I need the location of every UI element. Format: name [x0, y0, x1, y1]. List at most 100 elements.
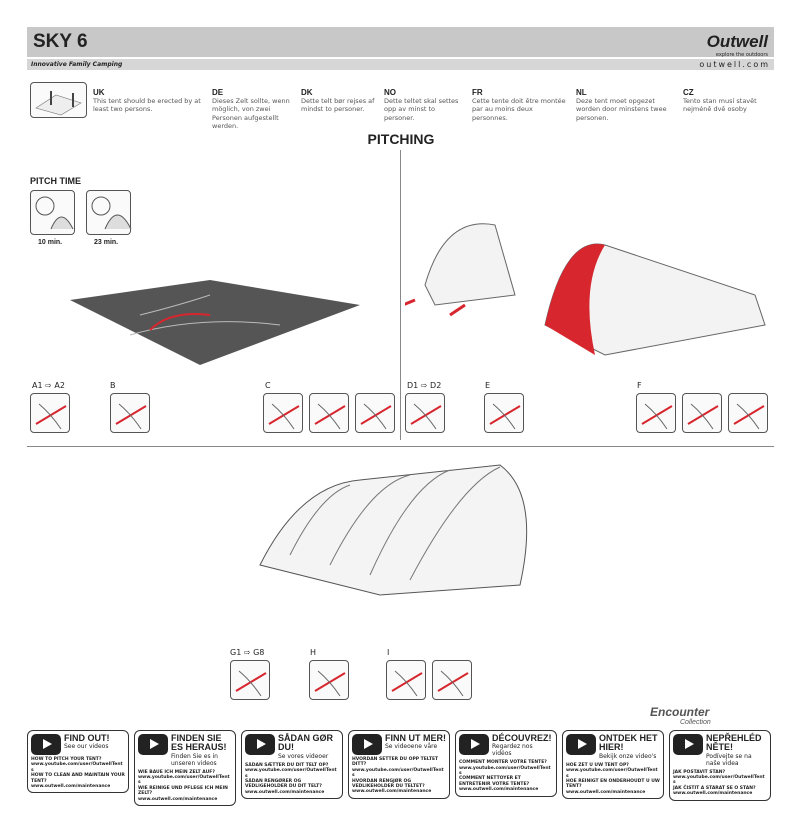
- step-illustration: [309, 393, 349, 433]
- maintenance-link[interactable]: www.outwell.com/maintenance: [352, 789, 432, 795]
- step-label: C: [265, 381, 271, 390]
- language-code: DK: [301, 88, 313, 97]
- video-title: FIND OUT!: [64, 733, 110, 743]
- maintain-question: HVORDAN RENGJØR OG VEDLIKEHOLDER DU TELT…: [352, 778, 425, 789]
- step-illustration: [432, 660, 472, 700]
- video-title: FINDEN SIE ES HERAUS!: [171, 733, 227, 753]
- language-text: Deze tent moet opgezet worden door minst…: [576, 97, 667, 122]
- play-icon[interactable]: [566, 734, 596, 755]
- maintenance-link[interactable]: www.outwell.com/maintenance: [566, 789, 646, 795]
- brand-name: Outwell: [706, 32, 768, 51]
- video-title: DÉCOUVREZ!: [492, 733, 552, 743]
- video-box[interactable]: SÅDAN GØR DU! Se vores videoer SÅDAN SÆT…: [241, 730, 343, 800]
- step-illustration: [355, 393, 395, 433]
- step-illustration: [728, 393, 768, 433]
- clock-icon: [30, 190, 75, 235]
- play-icon[interactable]: [245, 734, 275, 755]
- youtube-link[interactable]: www.youtube.com/user/OutwellTents: [352, 767, 444, 779]
- video-title: SÅDAN GØR DU!: [278, 733, 334, 753]
- language-text: Cette tente doit être montée par au moin…: [472, 97, 566, 122]
- groundsheet-diagram: [70, 280, 360, 365]
- step-illustration: [110, 393, 150, 433]
- video-subtitle: Regardez nos vidéos: [492, 743, 533, 758]
- pitch-time-value: 10 min.: [38, 239, 63, 246]
- language-code: DE: [212, 88, 224, 97]
- language-text: Dette teltet skal settes opp av minst to…: [384, 97, 459, 122]
- play-icon[interactable]: [31, 734, 61, 755]
- play-icon[interactable]: [352, 734, 382, 755]
- youtube-link[interactable]: www.youtube.com/user/OutwellTents: [245, 768, 337, 779]
- language-code: NO: [384, 88, 396, 97]
- maintain-question: COMMENT NETTOYER ET ENTRETENIR VOTRE TEN…: [459, 776, 530, 787]
- pitch-question: HVORDAN SETTER DU OPP TELTET DITT?: [352, 757, 439, 768]
- video-box[interactable]: NEPŘEHLÉDNĚTE! Podívejte se na naše vide…: [669, 730, 771, 801]
- pitch-question: COMMENT MONTER VOTRE TENTE?: [459, 760, 547, 766]
- step-illustration: [263, 393, 303, 433]
- video-box[interactable]: FIND OUT! See our videos HOW TO PITCH YO…: [27, 730, 129, 794]
- tent-full-diagram: [259, 464, 528, 596]
- maintenance-link[interactable]: www.outwell.com/maintenance: [138, 796, 218, 802]
- step-label: E: [485, 381, 491, 390]
- youtube-link[interactable]: www.youtube.com/user/OutwellTents: [31, 762, 123, 773]
- divider: [27, 446, 774, 447]
- video-subtitle: Podívejte se na naše videa: [706, 752, 752, 767]
- pitch-question: HOE ZET U UW TENT OP?: [566, 762, 629, 768]
- maintain-question: HOE REINIGT EN ONDERHOUDT U UW TENT?: [566, 778, 660, 790]
- divider: [400, 150, 401, 440]
- brand-tagline: explore the outdoors: [715, 52, 768, 58]
- youtube-link[interactable]: www.youtube.com/user/OutwellTents: [138, 775, 230, 786]
- step-illustration: [30, 393, 70, 433]
- maintenance-link[interactable]: www.outwell.com/maintenance: [31, 783, 111, 789]
- step-illustration: [386, 660, 426, 700]
- maintenance-link[interactable]: www.outwell.com/maintenance: [459, 787, 539, 793]
- video-box[interactable]: ONTDEK HET HIER! Bekijk onze video's HOE…: [562, 730, 664, 800]
- step-label: I: [387, 648, 390, 657]
- clock-icon: [86, 190, 132, 235]
- maintenance-link[interactable]: www.outwell.com/maintenance: [245, 789, 325, 795]
- pitch-time-value: 23 min.: [94, 239, 119, 246]
- video-box[interactable]: FINN UT MER! Se videoene våre HVORDAN SE…: [348, 730, 450, 799]
- language-text: Tento stan musí stavět nejméně dvě osoby: [683, 97, 757, 114]
- play-icon[interactable]: [138, 734, 168, 755]
- language-text: This tent should be erected by at least …: [93, 97, 201, 114]
- maintenance-link[interactable]: www.outwell.com/maintenance: [673, 791, 753, 797]
- pitch-question: WIE BAUE ICH MEIN ZELT AUF?: [138, 769, 215, 775]
- pitch-question: SÅDAN SÆTTER DU DIT TELT OP?: [245, 762, 329, 768]
- language-code: UK: [93, 88, 105, 97]
- collection-name: Encounter: [650, 705, 710, 719]
- video-title: NEPŘEHLÉDNĚTE!: [706, 733, 762, 753]
- website[interactable]: outwell.com: [699, 60, 770, 69]
- video-box[interactable]: FINDEN SIE ES HERAUS! Finden Sie es in u…: [134, 730, 236, 806]
- pitch-time-label: PITCH TIME: [30, 176, 81, 186]
- youtube-link[interactable]: www.youtube.com/user/OutwellTents: [566, 768, 658, 779]
- pitch-question: JAK POSTAVIT STAN?: [673, 769, 726, 775]
- video-box[interactable]: DÉCOUVREZ! Regardez nos vidéos COMMENT M…: [455, 730, 557, 797]
- youtube-link[interactable]: www.youtube.com/user/OutwellTents: [673, 775, 765, 786]
- youtube-link[interactable]: www.youtube.com/user/OutwellTents: [459, 765, 551, 776]
- video-subtitle: Bekijk onze video's: [599, 752, 657, 760]
- step-illustration: [309, 660, 349, 700]
- video-title: ONTDEK HET HIER!: [599, 733, 658, 753]
- pitch-question: HOW TO PITCH YOUR TENT?: [31, 757, 102, 762]
- step-label: G1 ⇨ G8: [230, 648, 265, 657]
- language-text: Dieses Zelt sollte, wenn möglich, von zw…: [212, 97, 290, 131]
- step-illustration: [636, 393, 676, 433]
- tent-pitching-diagram: [405, 223, 766, 356]
- step-illustration: [230, 660, 270, 700]
- step-illustration: [405, 393, 445, 433]
- step-label: A1 ⇨ A2: [32, 381, 65, 390]
- play-icon[interactable]: [459, 734, 489, 755]
- maintain-question: HOW TO CLEAN AND MAINTAIN YOUR TENT?: [31, 773, 125, 784]
- video-subtitle: Se videoene våre: [385, 743, 438, 751]
- play-icon[interactable]: [673, 734, 703, 755]
- video-title: FINN UT MER!: [385, 733, 446, 743]
- step-label: H: [310, 648, 317, 657]
- video-subtitle: Finden Sie es in unseren videos: [171, 752, 218, 767]
